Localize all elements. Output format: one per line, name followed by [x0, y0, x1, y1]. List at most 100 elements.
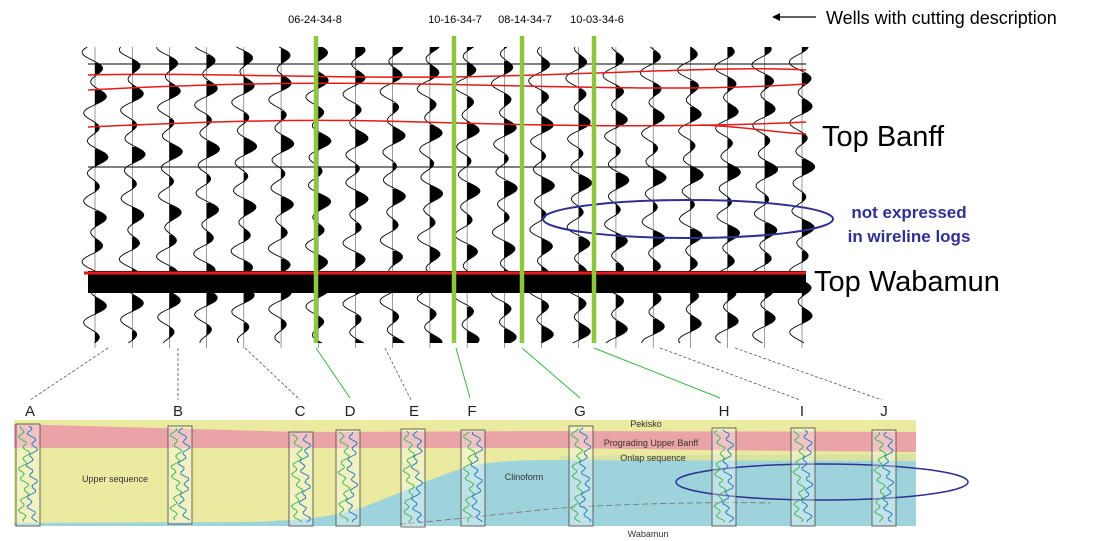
log-curve-blue — [177, 427, 191, 521]
trace-fill — [355, 223, 362, 235]
trace-fill — [727, 103, 739, 121]
log-curve-blue — [721, 429, 735, 523]
trace-wiggle — [118, 46, 146, 344]
trace-fill — [132, 85, 144, 103]
trace-fill — [243, 77, 255, 95]
trace-fill — [429, 333, 443, 343]
trace-fill — [727, 163, 741, 183]
trace-fill — [541, 91, 549, 105]
well-log-columns — [15, 423, 897, 528]
horizontal-grid-lines — [88, 63, 806, 168]
log-curve-green — [290, 433, 304, 523]
trace-wiggle — [528, 46, 555, 344]
trace-fill — [653, 319, 665, 335]
trace-fill — [541, 117, 554, 135]
connector-lines — [29, 347, 883, 401]
trace-fill — [504, 213, 510, 223]
trace-wiggle — [639, 46, 667, 344]
trace-fill — [615, 85, 624, 101]
trace-wiggle — [677, 46, 704, 344]
trace-wiggle — [230, 46, 258, 344]
annotation-line-1: not expressed — [851, 203, 966, 222]
unit-label-prograding-upper-banff: Prograding Upper Banff — [604, 438, 699, 448]
trace-wiggle — [565, 46, 593, 344]
trace-fill — [206, 231, 214, 245]
column-letter-b: B — [173, 403, 183, 420]
log-curve-green — [402, 430, 416, 524]
trace-fill — [578, 113, 591, 131]
trace-fill — [653, 83, 662, 97]
trace-fill — [727, 47, 735, 59]
trace-fill — [467, 331, 480, 343]
log-curve-blue — [25, 425, 39, 523]
column-letter-c: C — [295, 403, 306, 420]
log-curve-blue — [881, 431, 895, 523]
log-curve-green — [337, 431, 351, 523]
well-log-frame — [790, 427, 816, 527]
wabamun-reflector — [84, 271, 806, 293]
trace-fill — [392, 127, 406, 145]
trace-fill — [653, 293, 662, 307]
trace-fill — [243, 51, 253, 67]
trace-fill — [132, 331, 137, 341]
unit-label-pekisko: Pekisko — [630, 419, 662, 429]
trace-fill — [392, 189, 406, 207]
trace-fill — [802, 159, 815, 177]
log-curve-blue — [800, 429, 814, 523]
trace-fill — [429, 309, 436, 321]
red-horizon-3 — [87, 119, 807, 128]
log-curve-blue — [345, 432, 358, 523]
trace-fill — [541, 325, 554, 343]
trace-fill — [429, 125, 443, 143]
trace-wiggle — [751, 46, 779, 344]
trace-fill — [318, 317, 324, 329]
trace-fill — [504, 181, 518, 199]
connector-c — [244, 347, 301, 401]
trace-fill — [690, 315, 702, 333]
seismic-background — [88, 45, 806, 343]
log-curve-green — [17, 425, 30, 523]
trace-fill — [653, 51, 661, 65]
trace-fill — [764, 47, 772, 57]
trace-fill — [467, 245, 478, 261]
trace-fill — [467, 215, 473, 227]
trace-fill — [318, 225, 325, 237]
trace-fill — [392, 337, 405, 343]
unit-label-upper-sequence: Upper sequence — [82, 474, 148, 484]
trace-fill — [429, 99, 437, 113]
trace-fill — [243, 323, 249, 333]
annotation-line-2: in wireline logs — [848, 227, 971, 246]
trace-wiggle — [81, 46, 109, 344]
well-markers — [313, 36, 597, 343]
trace-fill — [467, 47, 474, 53]
trace-wiggle — [193, 46, 221, 344]
connector-h — [593, 347, 721, 399]
trace-fill — [690, 47, 698, 61]
trace-fill — [802, 193, 806, 203]
column-letter-e: E — [409, 403, 419, 420]
trace-fill — [764, 75, 774, 91]
trace-fill — [504, 329, 517, 343]
trace-fill — [690, 107, 702, 123]
well-log-frame — [167, 425, 193, 525]
trace-wiggle — [305, 46, 332, 344]
trace-fill — [243, 137, 257, 157]
log-curve-green — [570, 427, 584, 523]
well-label-06-24-34-8: 06-24-34-8 — [288, 14, 342, 26]
trace-fill — [169, 57, 178, 73]
trace-fill — [802, 99, 813, 115]
trace-fill — [541, 177, 555, 195]
trace-fill — [467, 63, 476, 79]
clinoform-layer — [14, 460, 916, 526]
column-letter-g: G — [574, 403, 586, 420]
trace-fill — [541, 301, 549, 315]
log-curve-green — [792, 429, 806, 523]
trace-fill — [653, 169, 667, 187]
log-curve-blue — [471, 431, 484, 523]
well-log-frame — [288, 431, 314, 527]
trace-fill — [653, 231, 665, 249]
trace-wiggle — [267, 46, 295, 344]
trace-wiggle — [379, 46, 406, 344]
legend-arrow — [772, 13, 816, 21]
